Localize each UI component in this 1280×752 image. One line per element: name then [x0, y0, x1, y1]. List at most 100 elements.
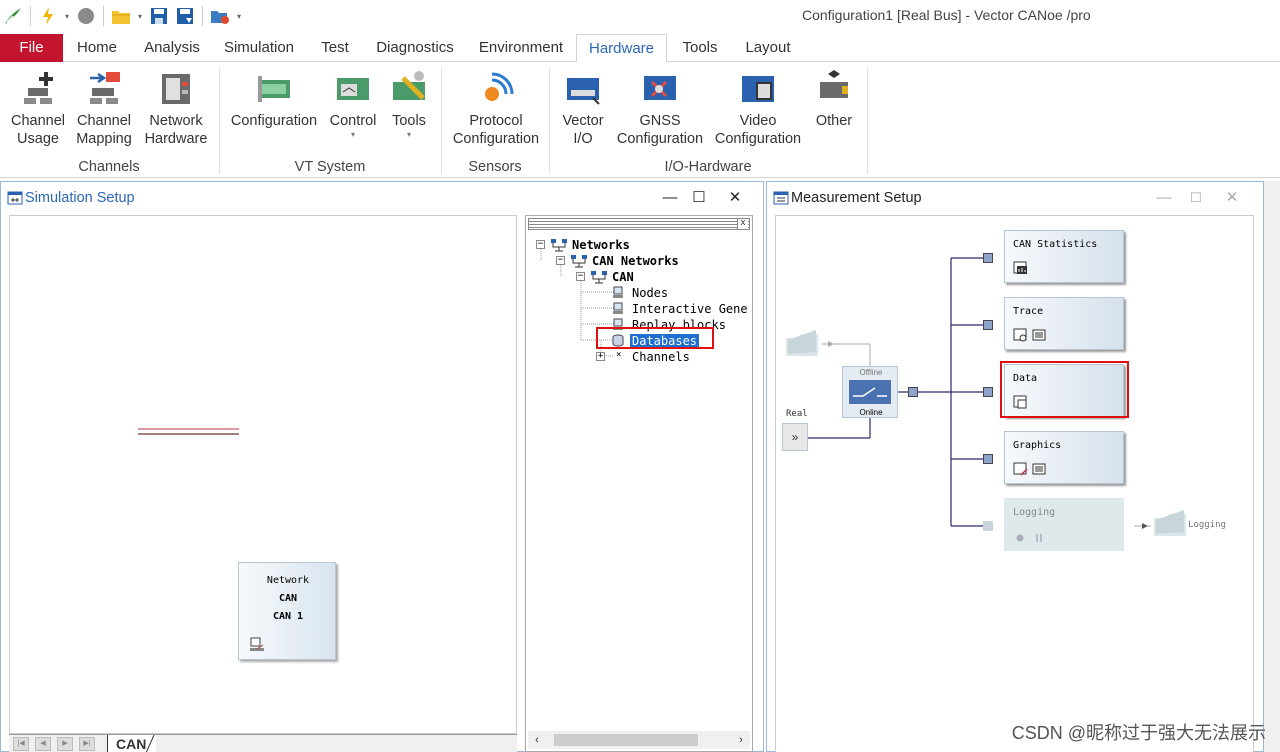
can-networks-collapse-icon[interactable]: −	[556, 255, 565, 265]
can-statistics-block[interactable]: CAN Statistics	[1004, 230, 1124, 283]
channel-usage-button[interactable]: Channel Usage	[8, 68, 68, 148]
networks-icon	[551, 239, 567, 252]
last-tab-icon[interactable]: ▶|	[79, 737, 95, 751]
tools-dropdown-icon: ▾	[406, 130, 411, 139]
sensor-waves-icon	[485, 72, 514, 101]
open-dropdown-icon[interactable]: ▾	[137, 11, 142, 21]
canoe-logo-icon[interactable]	[0, 3, 26, 29]
tree-close-icon[interactable]: x	[737, 219, 748, 229]
customize-toolbar-icon[interactable]: ▾	[236, 11, 241, 21]
tab-analysis[interactable]: Analysis	[144, 39, 200, 56]
can-network-icon	[591, 271, 607, 284]
other-device-icon	[820, 70, 848, 98]
vector-io-button[interactable]: Vector I/O	[556, 68, 610, 148]
offline-label: Offline	[859, 368, 883, 377]
quick-access-toolbar: ▾ ▾ ▾	[0, 2, 245, 30]
scroll-right-icon[interactable]: ›	[739, 734, 743, 746]
tree-databases[interactable]: Databases	[630, 334, 700, 348]
toolbar-separator	[103, 6, 104, 26]
graphics-block[interactable]: Graphics	[1004, 431, 1124, 484]
vt-tools-button[interactable]: Tools ▾	[388, 68, 430, 140]
first-tab-icon[interactable]: |◀	[13, 737, 29, 751]
data-window-icon	[1013, 395, 1027, 409]
gnss-configuration-button[interactable]: GNSS Configuration	[616, 68, 704, 148]
vector-io-icon	[567, 78, 600, 105]
logging-output-label: Logging	[1188, 520, 1226, 530]
logging-block[interactable]: Logging	[1004, 498, 1124, 551]
tab-hardware[interactable]: Hardware	[576, 34, 667, 63]
save-as-icon[interactable]	[172, 3, 198, 29]
tab-diagnostics[interactable]: Diagnostics	[376, 39, 454, 56]
protocol-configuration-button[interactable]: Protocol Configuration	[448, 68, 544, 148]
tree-networks[interactable]: Networks	[572, 238, 630, 252]
maximize-button[interactable]: ☐	[692, 189, 706, 206]
data-block[interactable]: Data	[1004, 364, 1124, 417]
ribbon-tab-bar: File Home Analysis Simulation Test Diagn…	[0, 34, 1280, 63]
tree-can[interactable]: CAN	[612, 270, 634, 284]
network-hardware-button[interactable]: Network Hardware	[142, 68, 210, 148]
online-label: Online	[859, 408, 883, 417]
logging-label: Logging	[1013, 507, 1056, 518]
channels-expand-icon[interactable]: +	[596, 351, 605, 361]
graphics-window-icon	[1013, 462, 1046, 476]
vt-configuration-button[interactable]: Configuration	[230, 68, 318, 130]
network-block-type: CAN	[278, 593, 298, 604]
tab-simulation[interactable]: Simulation	[223, 39, 295, 56]
tab-layout[interactable]: Layout	[745, 39, 791, 56]
tab-home[interactable]: Home	[76, 39, 117, 56]
measurement-canvas[interactable]: Offline Online Real » CAN Statistics	[775, 215, 1254, 752]
video-film-icon	[742, 76, 774, 102]
tree-can-networks[interactable]: CAN Networks	[592, 254, 679, 268]
real-bus-icon[interactable]: »	[782, 423, 808, 451]
prev-tab-icon[interactable]: ◀	[35, 737, 51, 751]
gnss-satellite-icon	[644, 76, 676, 100]
can-collapse-icon[interactable]: −	[576, 271, 585, 281]
tab-test[interactable]: Test	[321, 39, 349, 56]
can-statistics-label: CAN Statistics	[1013, 239, 1098, 250]
group-separator	[219, 68, 220, 174]
vt-configuration-icon	[258, 76, 290, 102]
interactive-generator-icon	[613, 302, 623, 314]
trace-node	[983, 320, 993, 330]
network-hardware-icon	[162, 74, 190, 104]
next-tab-icon[interactable]: ▶	[57, 737, 73, 751]
control-dropdown-icon: ▾	[350, 130, 355, 139]
stop-measurement-icon[interactable]	[73, 3, 99, 29]
simulation-setup-icon	[7, 191, 23, 205]
scroll-thumb[interactable]	[554, 734, 698, 746]
trace-window-icon	[1013, 328, 1046, 342]
logging-folder-icon[interactable]	[1152, 508, 1188, 538]
tree-channels[interactable]: Channels	[632, 350, 690, 364]
minimize-button[interactable]: —	[1156, 189, 1172, 206]
measurement-setup-window: Measurement Setup — ☐ ✕	[766, 181, 1264, 752]
tab-can[interactable]: CAN	[107, 735, 157, 752]
tree-horizontal-scrollbar[interactable]: ‹ ›	[528, 731, 750, 749]
offline-folder-icon[interactable]	[784, 328, 820, 358]
channel-mapping-button[interactable]: Channel Mapping	[74, 68, 134, 148]
tab-tools[interactable]: Tools	[682, 39, 718, 56]
tab-environment[interactable]: Environment	[478, 39, 564, 56]
open-folder-icon[interactable]	[108, 3, 134, 29]
save-icon[interactable]	[146, 3, 172, 29]
start-measurement-icon[interactable]	[35, 3, 61, 29]
vt-control-button[interactable]: Control ▾	[326, 68, 380, 140]
close-button[interactable]: ✕	[1225, 189, 1239, 206]
config-folder-icon[interactable]	[207, 3, 233, 29]
offline-online-switch[interactable]: Offline Online	[842, 366, 898, 418]
network-can-block[interactable]: Network CAN CAN 1	[238, 562, 336, 660]
trace-block[interactable]: Trace	[1004, 297, 1124, 350]
minimize-button[interactable]: —	[662, 189, 678, 206]
simulation-setup-titlebar: Simulation Setup — ☐ ✕	[1, 182, 763, 214]
close-button[interactable]: ✕	[728, 189, 742, 206]
video-configuration-button[interactable]: Video Configuration	[714, 68, 802, 148]
tree-header-grip[interactable]: x	[528, 218, 750, 230]
start-dropdown-icon[interactable]: ▾	[64, 11, 69, 21]
scroll-left-icon[interactable]: ‹	[535, 734, 539, 746]
other-hardware-button[interactable]: Other	[812, 68, 856, 130]
tree-interactive-generators[interactable]: Interactive Gene	[632, 302, 748, 316]
networks-collapse-icon[interactable]: −	[536, 239, 545, 249]
tree-nodes[interactable]: Nodes	[632, 286, 669, 300]
statistics-window-icon	[1013, 261, 1027, 274]
tab-file[interactable]: File	[0, 34, 63, 62]
maximize-button[interactable]: ☐	[1190, 190, 1202, 205]
